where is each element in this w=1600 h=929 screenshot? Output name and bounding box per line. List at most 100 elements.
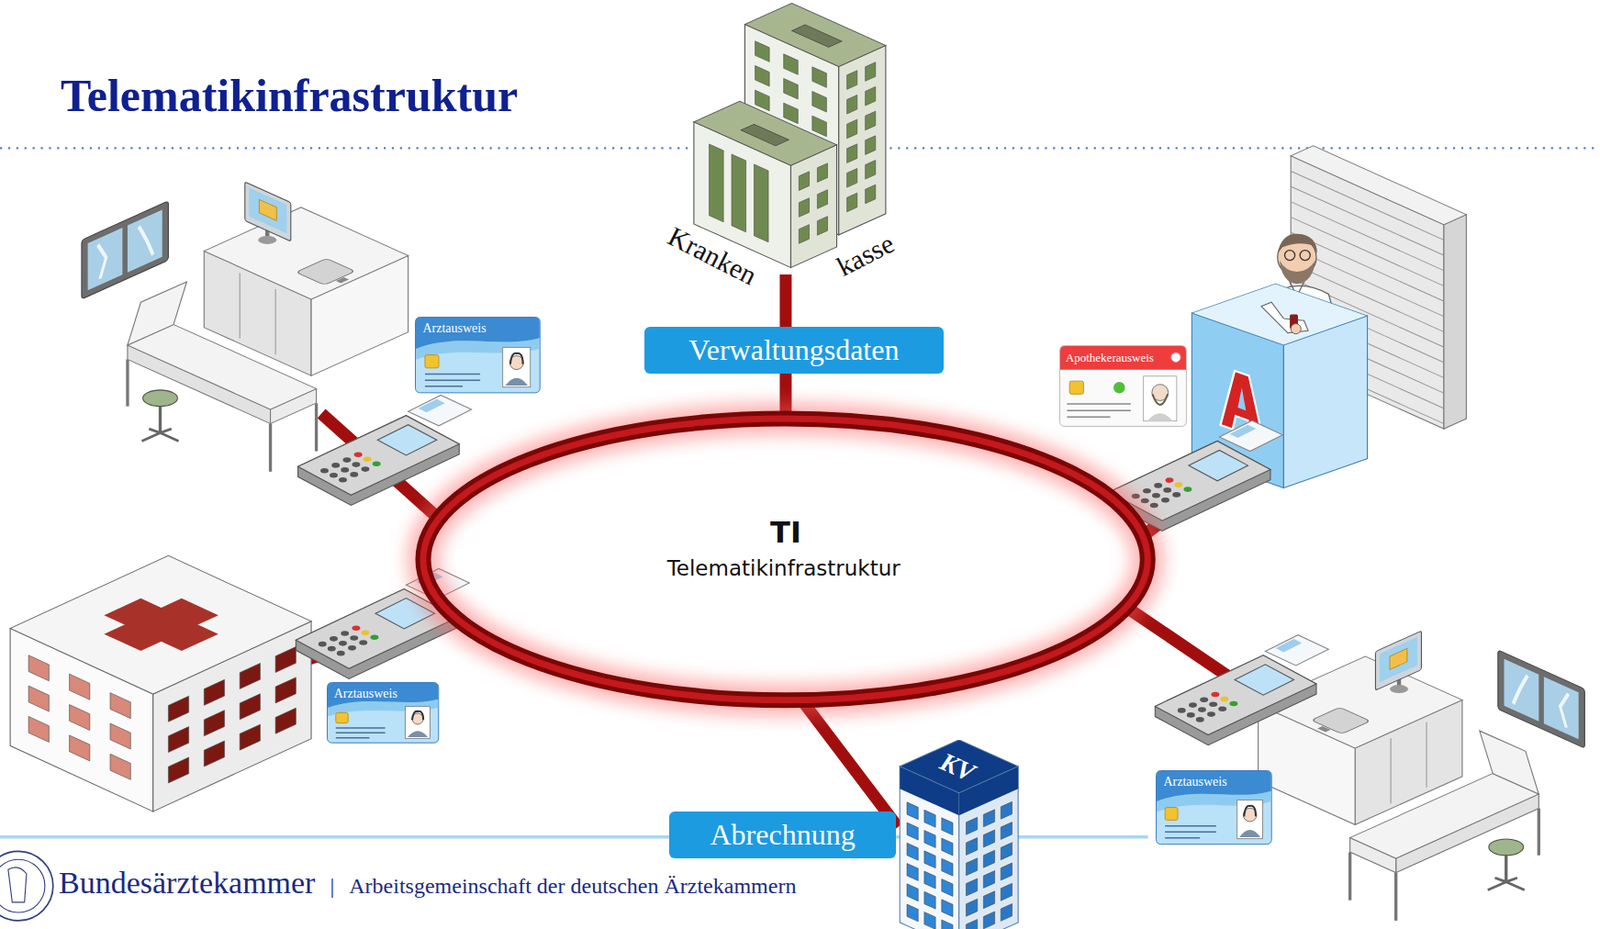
window (709, 144, 725, 223)
window (1000, 862, 1012, 881)
window (28, 655, 49, 682)
window (847, 119, 858, 139)
window (984, 870, 996, 888)
monitor-frame (1375, 630, 1421, 691)
connector-line (801, 699, 898, 828)
window (847, 192, 858, 213)
window (755, 89, 771, 112)
window (966, 858, 978, 876)
card-title: Arztausweis (422, 321, 486, 336)
window (798, 198, 809, 218)
exam-couch (1350, 773, 1540, 873)
exam-couch (127, 324, 317, 424)
window (847, 144, 858, 164)
window (203, 710, 224, 737)
card-title: Arztausweis (1163, 774, 1227, 790)
monitor-screen (1379, 637, 1418, 683)
box-top-face (744, 2, 885, 67)
window (783, 78, 799, 100)
couch-leg (1394, 872, 1398, 921)
box-right-face (959, 766, 1019, 929)
key (1153, 482, 1163, 489)
inserted-card (1264, 635, 1329, 666)
key (1183, 486, 1192, 493)
footer-text: | (329, 873, 335, 900)
building-label: Kranken (662, 220, 762, 292)
couch-leg (1537, 808, 1541, 856)
window (110, 753, 131, 780)
bone-sketch (138, 220, 154, 262)
card-title: Arztausweis (334, 686, 398, 702)
window (924, 850, 936, 869)
window (28, 685, 49, 712)
hand (1290, 324, 1301, 335)
roof-slot (792, 24, 842, 48)
window (966, 838, 978, 856)
window (69, 673, 90, 700)
reader-body (298, 415, 460, 506)
window (906, 883, 918, 902)
window (755, 41, 771, 63)
face-surface (1290, 145, 1466, 225)
window (865, 111, 876, 131)
window (984, 911, 996, 929)
face-surface (1191, 283, 1367, 346)
xray-viewer (1498, 649, 1585, 749)
window (906, 842, 918, 861)
window (812, 115, 828, 137)
bone-sketch (1513, 669, 1529, 711)
glasses (1285, 250, 1296, 261)
kv-building: KV (897, 739, 1020, 929)
window (924, 830, 936, 849)
key (1141, 498, 1150, 504)
reader-screen (377, 425, 437, 456)
monitor (1375, 630, 1421, 691)
window (984, 850, 996, 868)
face-surface (1443, 214, 1466, 429)
window (966, 918, 978, 929)
window (816, 163, 828, 183)
window (865, 62, 876, 82)
key (1142, 488, 1152, 494)
card-band (415, 317, 540, 349)
card-band (1156, 771, 1272, 802)
viewer-frame (1498, 649, 1585, 749)
exam-room (81, 181, 409, 472)
key (1186, 712, 1196, 718)
window (1000, 821, 1012, 840)
pharmacy-symbol-hole (1237, 386, 1246, 411)
ring-band (423, 418, 1148, 701)
window (816, 190, 828, 210)
logo-ring (0, 850, 54, 921)
card-line (1066, 402, 1131, 405)
footer-text: Bundesärztekammer (58, 864, 315, 901)
face-surface (899, 766, 959, 929)
box-top-face (1350, 773, 1540, 860)
pharmacist-id-card: Apothekerausweis (1059, 345, 1187, 427)
face-surface (693, 100, 838, 166)
face-surface (744, 2, 885, 67)
stool-base (142, 428, 180, 441)
key (347, 645, 357, 651)
box-right-face (790, 145, 837, 269)
card-face (1059, 345, 1187, 426)
key (327, 646, 336, 652)
text-holder: Arztausweis (1163, 772, 1227, 790)
box-top-face (127, 324, 317, 410)
card-line (1066, 409, 1131, 412)
card-title: Apothekerausweis (1065, 351, 1154, 366)
card-line (1165, 825, 1218, 828)
window (1000, 883, 1012, 901)
window (239, 724, 260, 750)
window (753, 164, 769, 243)
key (1196, 716, 1205, 723)
card-line (1066, 415, 1110, 418)
window (984, 809, 996, 828)
window (865, 160, 876, 180)
red-cross (103, 598, 219, 651)
physician-id-card: Arztausweis (326, 682, 439, 744)
card-line (425, 372, 481, 375)
card-band (1060, 346, 1187, 370)
